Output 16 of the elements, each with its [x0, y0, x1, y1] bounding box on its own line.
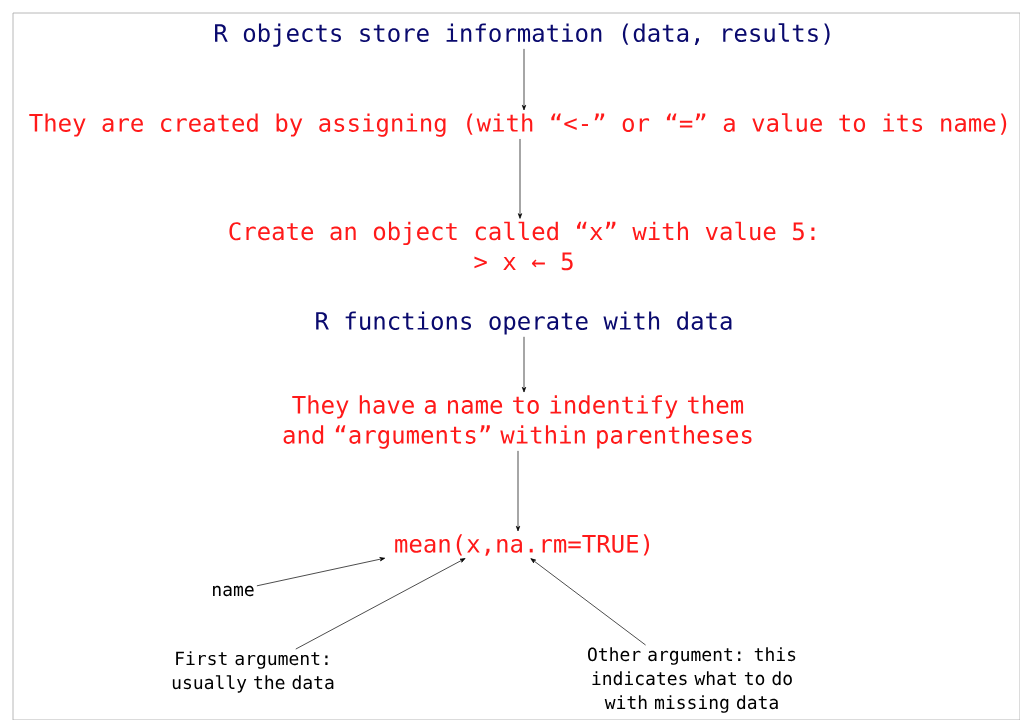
arrow [521, 336, 527, 393]
code-text: mean(x,na.rm=TRUE) [395, 534, 650, 556]
statement-text: Create an object called “x” with value 5: > x ← 5 [229, 221, 815, 271]
statement-text: R objects store information (data, results) [215, 23, 830, 47]
arrow [530, 558, 646, 646]
annotation-text: Other argument: this indicates what to do with missing data [588, 647, 796, 713]
arrow [515, 450, 521, 532]
statement-text: R functions operate with data [316, 311, 732, 335]
arrow [521, 48, 527, 111]
arrow [256, 557, 386, 587]
annotation-text: First argument: usually the data [172, 651, 334, 693]
statement-text: They are created by assigning (with “<-” or “=” a value to its name) [29, 113, 1007, 137]
statement-text: They have a name to indentify them and “arguments” within parentheses [283, 395, 752, 449]
arrow [517, 138, 523, 219]
annotation-text: name [213, 585, 254, 597]
arrow [295, 558, 466, 650]
